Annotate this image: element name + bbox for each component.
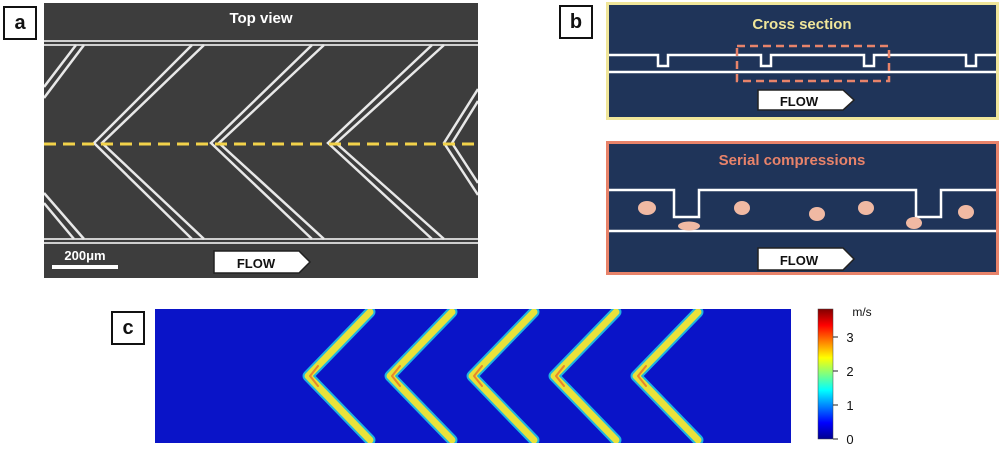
highlight-region-box <box>735 44 891 83</box>
top-view-title: Top view <box>229 10 292 27</box>
panel-c-label: c <box>111 311 145 345</box>
cells <box>638 201 974 231</box>
colorbar-tick-3: 3 <box>846 330 853 345</box>
scale-bar <box>52 265 118 269</box>
flow-arrow-a: FLOW <box>213 250 312 274</box>
colorbar: m/s 3 2 1 0 <box>817 305 872 447</box>
panel-b-label: b <box>559 5 593 39</box>
serial-compressions-diagram: Serial compressions FLOW <box>606 141 999 275</box>
velocity-field-plot <box>155 309 791 443</box>
flow-label-b-bottom: FLOW <box>780 253 819 268</box>
colorbar-unit: m/s <box>852 305 871 319</box>
scale-bar-label: 200μm <box>64 248 105 263</box>
colorbar-tick-1: 1 <box>846 398 853 413</box>
cross-section-title: Cross section <box>752 16 851 33</box>
flow-arrow-b-top: FLOW <box>757 89 856 111</box>
panel-a-label: a <box>3 6 37 40</box>
colorbar-tick-0: 0 <box>846 432 853 447</box>
colorbar-tick-2: 2 <box>846 364 853 379</box>
flow-label-a: FLOW <box>237 256 276 271</box>
flow-label-b-top: FLOW <box>780 94 819 109</box>
top-view-micrograph: Top view 200μm FLOW <box>44 3 478 278</box>
serial-compressions-title: Serial compressions <box>719 152 866 169</box>
flow-arrow-b-bottom: FLOW <box>757 247 856 271</box>
cross-section-diagram: Cross section FLOW <box>606 2 999 120</box>
